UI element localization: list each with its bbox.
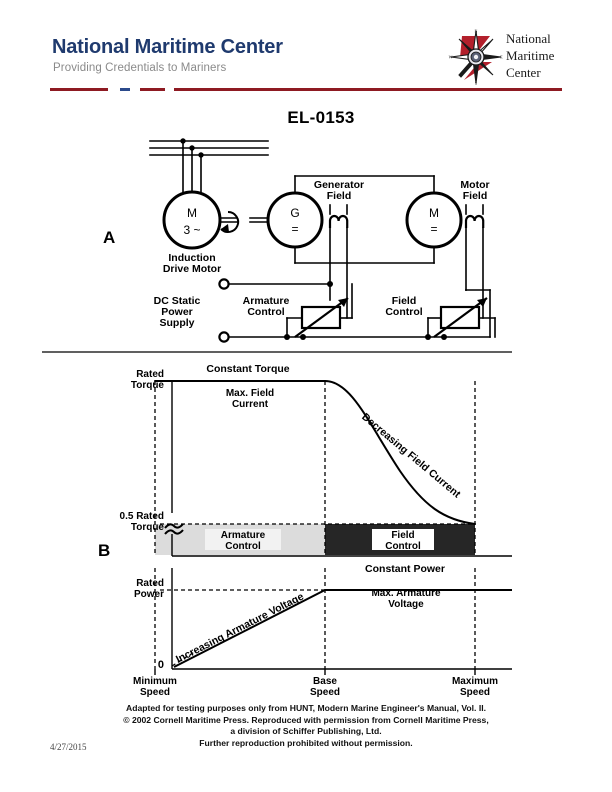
- xtick-minimum-speed-line1: Minimum: [133, 676, 177, 687]
- induction-motor-symbol: [162, 190, 222, 250]
- armature-control-label-line1: Armature: [242, 295, 290, 307]
- footer-line-2: © 2002 Cornell Maritime Press. Reproduce…: [123, 714, 489, 725]
- armature-control-band-label-line2: Control: [225, 541, 261, 552]
- footer-line-3: a division of Schiffer Publishing, Ltd.: [230, 726, 382, 737]
- dc-generator-symbol: [266, 191, 324, 249]
- motor-field-label-line1: Motor: [460, 179, 490, 191]
- field-control-rheostat-icon: [433, 297, 488, 338]
- organization-title: National Maritime Center: [52, 36, 283, 58]
- svg-text:W: W: [449, 55, 453, 60]
- torque-half-tick-line1: 0.5 Rated: [119, 511, 164, 522]
- armature-control-label-line2: Control: [247, 306, 285, 318]
- rule-blue-dash: [120, 88, 130, 91]
- xtick-minimum-speed-line2: Speed: [139, 687, 170, 698]
- power-zero-tick: 0: [157, 659, 164, 671]
- bus-junction-dots: [180, 138, 447, 340]
- footer-line-1: Adapted for testing purposes only from H…: [126, 703, 486, 713]
- torque-rated-tick-line1: Rated: [136, 369, 164, 380]
- panel-b-letter: B: [98, 541, 111, 560]
- torque-curve: [154, 380, 476, 525]
- max-field-current-annotation-line2: Current: [231, 399, 269, 410]
- field-control-band-label-line1: Field: [391, 530, 415, 541]
- armature-band-label-plate: [205, 529, 281, 550]
- footer-date: 4/27/2015: [50, 742, 87, 752]
- field-control-label-line2: Control: [385, 306, 423, 318]
- power-curve: [173, 589, 512, 668]
- xtick-maximum-speed-line2: Speed: [459, 687, 490, 698]
- logo-line-2: Maritime: [506, 48, 555, 63]
- logo-line-1: National: [506, 31, 551, 46]
- power-axes: [171, 568, 512, 670]
- induction-motor-phase-label: 3 ~: [183, 223, 201, 237]
- xtick-maximum-speed-line1: Maximum: [451, 676, 499, 687]
- logo-wordmark: National Maritime Center: [506, 30, 554, 81]
- svg-text:N: N: [475, 29, 478, 34]
- armature-control-rheostat-icon: [294, 297, 349, 338]
- footer-line-4: Further reproduction prohibited without …: [199, 737, 413, 748]
- torque-guide-lines: [154, 380, 476, 556]
- generator-field-label-line2: Field: [326, 190, 352, 202]
- max-armature-voltage-annotation-line2: Voltage: [388, 599, 424, 610]
- armature-control-band-label-line1: Armature: [220, 530, 266, 541]
- motor-field-label-line2: Field: [462, 190, 488, 202]
- induction-motor-caption-line2: Drive Motor: [162, 263, 222, 275]
- dc-motor-symbol: [405, 191, 463, 249]
- dc-motor-dc-symbol: =: [430, 222, 438, 236]
- field-control-band-label-line2: Control: [385, 541, 421, 552]
- constant-torque-annotation: Constant Torque: [206, 363, 290, 375]
- max-field-current-annotation-line1: Max. Field: [225, 388, 275, 399]
- dc-motor-letter: M: [429, 206, 439, 220]
- generator-field-coil-icon: [328, 214, 349, 228]
- rule-gap-1: [108, 88, 120, 91]
- torque-axes: [171, 381, 512, 557]
- dc-supply-label-line3: Supply: [159, 317, 195, 329]
- field-band-label-plate: [372, 529, 434, 550]
- shaft-rotation-arrow: [220, 210, 240, 233]
- page-footer: Adapted for testing purposes only from H…: [0, 703, 612, 749]
- field-control-label-line1: Field: [391, 295, 417, 307]
- svg-text:S: S: [475, 81, 477, 86]
- max-armature-voltage-annotation-line1: Max. Armature: [371, 588, 441, 599]
- header-divider-rule: [50, 88, 562, 91]
- nmc-logo: N S W E National Maritime Center: [448, 28, 566, 87]
- xtick-base-speed-line2: Speed: [309, 687, 340, 698]
- torque-axis-break-icon: [164, 523, 184, 535]
- dc-supply-label-line2: Power: [161, 306, 193, 318]
- torque-half-tick-line2: Torque: [130, 522, 164, 533]
- power-rated-tick-line2: Power: [133, 589, 164, 600]
- svg-text:E: E: [500, 55, 503, 60]
- motor-field-coil-icon: [464, 214, 485, 228]
- supply-terminal-negative: [218, 331, 230, 343]
- rule-gap-3: [165, 88, 174, 91]
- compass-rose-icon: N S W E: [449, 29, 504, 87]
- generator-letter: G: [290, 206, 300, 220]
- power-rated-tick-line1: Rated: [136, 578, 164, 589]
- generator-field-label-line1: Generator: [313, 179, 365, 191]
- generator-dc-symbol: =: [291, 222, 299, 236]
- supply-terminal-positive: [218, 278, 230, 290]
- dc-supply-label-line1: DC Static: [153, 295, 201, 307]
- organization-tagline: Providing Credentials to Mariners: [53, 62, 227, 74]
- panel-a-letter: A: [103, 228, 116, 247]
- figure-id-title: EL-0153: [0, 108, 612, 128]
- logo-line-3: Center: [506, 65, 541, 80]
- power-guide-lines: [154, 568, 476, 669]
- power-axis-ticks: [154, 669, 476, 675]
- induction-motor-letter: M: [187, 206, 197, 220]
- figure-id-text: EL-0153: [287, 108, 355, 127]
- rule-gap-2: [130, 88, 140, 91]
- torque-rated-tick-line2: Torque: [130, 380, 164, 391]
- constant-power-annotation: Constant Power: [365, 563, 445, 575]
- induction-motor-caption-line1: Induction: [168, 252, 216, 264]
- xtick-base-speed-line1: Base: [313, 676, 337, 687]
